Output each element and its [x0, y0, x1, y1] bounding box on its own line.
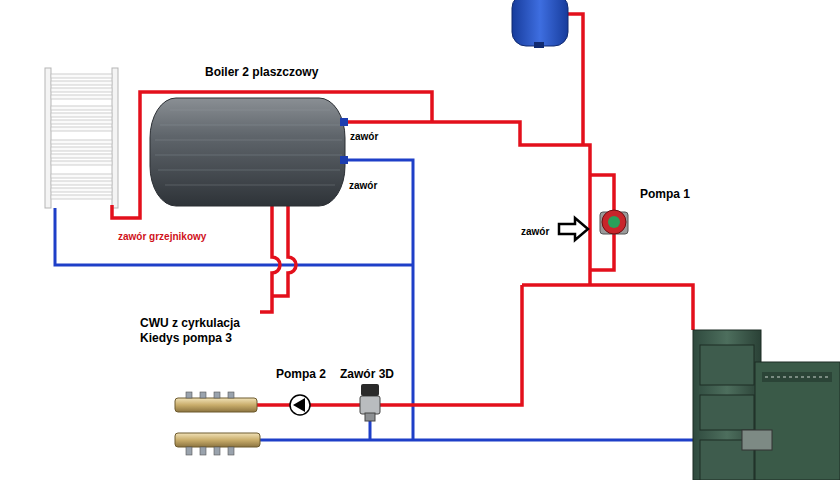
- part-label: Boiler 2 plaszczowy: [205, 65, 318, 80]
- valve-arrow: [559, 218, 588, 240]
- label-holder: zawór grzejnikowy: [118, 226, 206, 244]
- floor-manifold: [175, 392, 260, 455]
- pump-symbol: [290, 395, 310, 415]
- label-holder: zawór: [350, 126, 378, 144]
- towel-radiator: [45, 68, 118, 208]
- pump-label: Pompa 1: [640, 187, 690, 202]
- valve-label: zawór: [349, 180, 377, 193]
- return-pipe: [55, 160, 693, 440]
- label-holder: Boiler 2 plaszczowy: [205, 62, 318, 80]
- label-holder: Pompa 2: [276, 364, 326, 382]
- three-way-valve: [360, 384, 380, 421]
- valve-label: zawór: [521, 226, 549, 239]
- pump-label: Pompa 2: [276, 367, 326, 382]
- pellet-boiler: [693, 330, 840, 480]
- label-holder: zawór: [521, 221, 549, 239]
- supply-pipe: [112, 14, 693, 405]
- label-holder: Zawór 3D: [340, 364, 394, 382]
- hot-water-tank: [150, 98, 348, 206]
- circulation-pump: [600, 210, 628, 234]
- note-label: CWU z cyrkulacja Kiedys pompa 3: [140, 316, 252, 346]
- label-holder: Pompa 1: [640, 184, 690, 202]
- expansion-vessel: [512, 0, 568, 48]
- valve-label: zawór: [350, 131, 378, 144]
- valve-label: zawór grzejnikowy: [118, 231, 206, 244]
- label-holder: zawór: [349, 175, 377, 193]
- valve-label: Zawór 3D: [340, 367, 394, 382]
- label-holder: CWU z cyrkulacja Kiedys pompa 3: [140, 316, 252, 346]
